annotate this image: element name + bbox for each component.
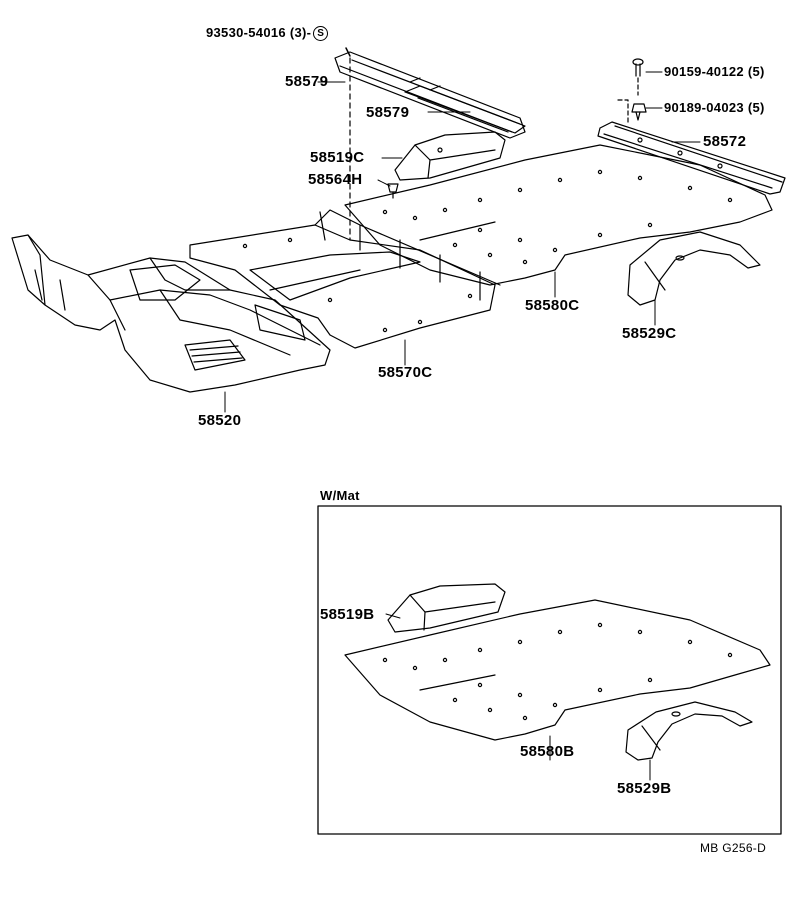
- label-58579-b: 58579: [366, 104, 410, 121]
- label-58529B: 58529B: [617, 780, 672, 797]
- carpet-58580C: [344, 144, 773, 286]
- wmat-title: W/Mat: [320, 488, 360, 503]
- sill-plate-58579-b: [404, 85, 526, 134]
- label-58572: 58572: [703, 133, 747, 150]
- carpet-58580B: [344, 599, 771, 741]
- wheelhouse-58529C: [627, 231, 761, 306]
- circle-s-icon: S: [313, 26, 329, 42]
- cover-58519C: [394, 131, 506, 181]
- clip-90189: [631, 103, 647, 121]
- label-58519B: 58519B: [320, 606, 375, 623]
- label-58580C: 58580C: [525, 297, 580, 314]
- wmat-leader-lines: [385, 613, 651, 781]
- label-58579-a: 58579: [285, 73, 329, 90]
- sill-plate-58579-a: [334, 51, 526, 139]
- label-90189: 90189-04023 (5): [664, 100, 765, 115]
- leader-lines: [224, 71, 701, 413]
- label-58529C: 58529C: [622, 325, 677, 342]
- front-carpet-58520: [11, 234, 331, 393]
- label-90159: 90159-40122 (5): [664, 64, 765, 79]
- label-93530: 93530-54016 (3)-S: [206, 25, 329, 42]
- bolt-93530: [345, 47, 351, 241]
- label-58580B: 58580B: [520, 743, 575, 760]
- label-58519C: 58519C: [310, 149, 365, 166]
- screw-90159: [617, 58, 644, 126]
- cover-58519B: [387, 583, 506, 633]
- label-93530-text: 93530-54016 (3)-: [206, 25, 312, 40]
- label-58570C: 58570C: [378, 364, 433, 381]
- floor-58570C: [189, 209, 501, 349]
- clip-58564H: [387, 183, 399, 199]
- label-58520: 58520: [198, 412, 242, 429]
- wheelhouse-58529B: [625, 701, 753, 761]
- wmat-frame: [317, 505, 782, 835]
- figure-code: MB G256-D: [700, 841, 767, 855]
- label-58564H: 58564H: [308, 171, 363, 188]
- sill-plate-58572: [597, 121, 786, 195]
